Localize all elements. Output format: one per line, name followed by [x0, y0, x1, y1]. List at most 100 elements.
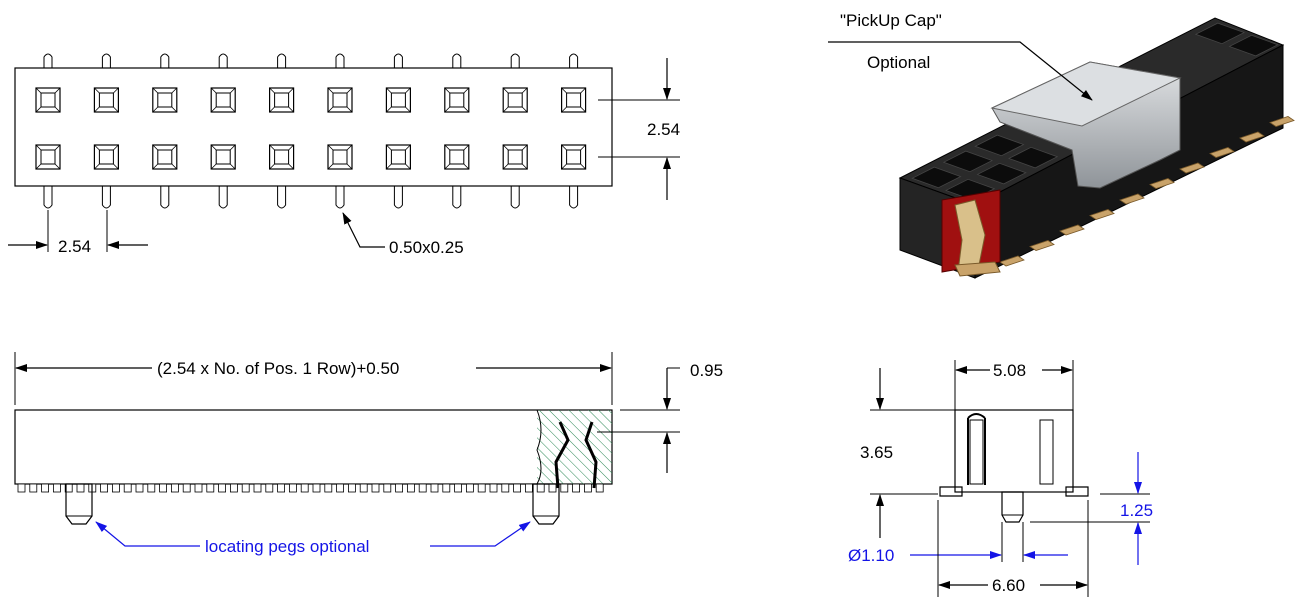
contact-foot: [584, 483, 592, 493]
socket-inner: [390, 149, 406, 165]
side-contact-left: [554, 421, 570, 489]
socket-inner: [274, 92, 290, 108]
contact-foot: [336, 483, 345, 493]
socket-chamfer: [502, 87, 528, 113]
contact-foot: [265, 483, 274, 493]
side-contact-right: [584, 421, 598, 489]
pin-bottom: [510, 186, 520, 209]
contact-foot: [229, 483, 238, 493]
end-contact-left: [967, 413, 986, 485]
contact-foot: [253, 483, 262, 493]
contact-foot: [17, 483, 26, 493]
isometric-view: "PickUp Cap" Optional: [828, 11, 1295, 279]
top-offset-label: 0.95: [690, 361, 723, 380]
top-view: 2.54 2.54 0.50x0.25: [8, 53, 680, 257]
socket-chamfer: [210, 87, 236, 113]
pin-top: [452, 53, 462, 68]
pin-bottom: [43, 186, 53, 209]
iso-hole: [1007, 146, 1059, 169]
contact-foot: [112, 483, 120, 493]
side-view-body: [14, 409, 613, 485]
contact-foot: [170, 483, 179, 493]
contact-foot: [347, 483, 356, 493]
contact-foot: [430, 483, 439, 493]
contact-foot: [513, 483, 521, 493]
end-cavity-right: [1039, 419, 1054, 485]
pin-bottom: [101, 186, 111, 209]
pin-top: [569, 53, 579, 68]
contact-foot: [206, 483, 215, 493]
socket-inner: [40, 149, 56, 165]
socket-chamfer: [35, 87, 61, 113]
end-foot-right: [1065, 486, 1089, 497]
contact-foot: [100, 483, 108, 493]
peg-length-label: 1.25: [1120, 501, 1153, 520]
pin-top: [393, 53, 403, 68]
contact-foot: [159, 483, 168, 493]
socket-chamfer: [444, 87, 470, 113]
contact-foot: [218, 483, 227, 493]
socket-inner: [449, 149, 465, 165]
iso-contact-foot: [954, 261, 1001, 277]
socket-inner: [40, 92, 56, 108]
side-contact-feet: [17, 483, 604, 493]
pickup-cap-note: Optional: [867, 53, 930, 72]
contact-foot: [536, 483, 545, 493]
contact-foot: [406, 483, 415, 493]
socket-inner: [157, 92, 173, 108]
end-peg: [1001, 491, 1024, 523]
pitch-label: 2.54: [58, 237, 91, 256]
socket-chamfer: [502, 144, 528, 170]
contact-foot: [277, 483, 286, 493]
contact-foot: [147, 483, 156, 493]
socket-chamfer: [94, 87, 119, 113]
length-label: (2.54 x No. of Pos. 1 Row)+0.50: [157, 359, 399, 378]
contact-foot: [288, 483, 297, 493]
pin-bottom: [452, 186, 462, 209]
iso-tail: [1149, 178, 1175, 189]
iso-tail: [1239, 131, 1265, 143]
iso-tail: [1179, 162, 1205, 174]
socket-chamfer: [269, 87, 294, 113]
pin-top: [218, 53, 228, 68]
contact-foot: [123, 483, 132, 493]
contact-foot: [465, 483, 474, 493]
socket-chamfer: [152, 87, 178, 113]
contact-foot: [300, 483, 309, 493]
iso-hole: [911, 166, 962, 189]
iso-socket-holes: [911, 22, 1279, 201]
socket-chamfer: [386, 144, 411, 170]
contact-foot: [442, 483, 451, 493]
contact-foot: [324, 483, 333, 493]
iso-tail: [1209, 147, 1235, 158]
socket-chamfer: [210, 144, 236, 170]
width-label: 5.08: [993, 361, 1026, 380]
contact-foot: [371, 483, 380, 493]
socket-chamfer: [152, 144, 178, 170]
socket-chamfer: [444, 144, 470, 170]
iso-tail: [999, 255, 1025, 267]
iso-tail: [1029, 240, 1055, 251]
iso-tail: [1269, 116, 1295, 127]
socket-inner: [507, 149, 523, 165]
socket-inner: [449, 92, 465, 108]
contact-foot: [525, 483, 533, 493]
socket-inner: [98, 149, 114, 165]
socket-chamfer: [327, 87, 353, 113]
contact-foot: [395, 483, 404, 493]
socket-grid: [35, 87, 587, 170]
pin-top: [335, 53, 345, 68]
top-pins-lower: [43, 186, 579, 209]
socket-chamfer: [561, 87, 586, 113]
iso-hole: [974, 134, 1025, 157]
socket-inner: [332, 92, 348, 108]
pin-bottom: [393, 186, 403, 209]
socket-chamfer: [94, 144, 119, 170]
socket-inner: [98, 92, 114, 108]
contact-foot: [501, 483, 510, 493]
peg-diameter-label: Ø1.10: [848, 546, 894, 565]
pin-top: [160, 53, 170, 68]
contact-foot: [182, 483, 191, 493]
contact-foot: [383, 483, 392, 493]
contact-foot: [477, 483, 486, 493]
